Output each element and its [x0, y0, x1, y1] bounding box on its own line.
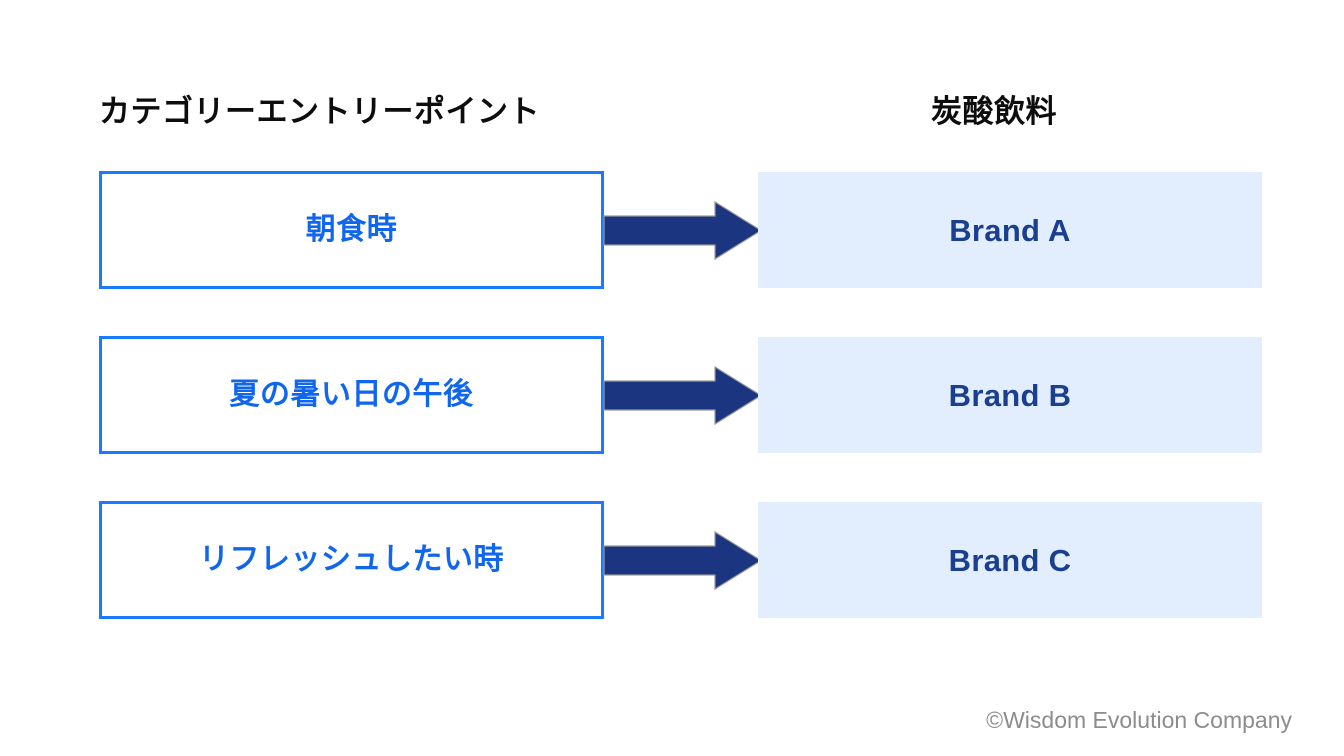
right-arrow-icon — [603, 200, 763, 261]
mapping-row: 朝食時 Brand A — [0, 171, 1344, 289]
brand-box[interactable]: Brand B — [758, 337, 1262, 453]
cep-label: リフレッシュしたい時 — [199, 543, 504, 576]
mapping-row: 夏の暑い日の午後 Brand B — [0, 336, 1344, 454]
column-header-category-entry-point: カテゴリーエントリーポイント — [99, 94, 540, 129]
cep-label: 朝食時 — [305, 213, 398, 246]
right-arrow-icon — [603, 530, 763, 591]
brand-box[interactable]: Brand A — [758, 172, 1262, 288]
brand-label: Brand C — [948, 542, 1072, 578]
mapping-row: リフレッシュしたい時 Brand C — [0, 501, 1344, 619]
column-header-carbonated-drink: 炭酸飲料 — [931, 94, 1057, 129]
right-arrow-icon — [603, 365, 763, 426]
brand-label: Brand B — [948, 377, 1072, 413]
cep-label: 夏の暑い日の午後 — [229, 378, 474, 411]
brand-label: Brand A — [949, 212, 1071, 248]
brand-box[interactable]: Brand C — [758, 502, 1262, 618]
cep-box[interactable]: リフレッシュしたい時 — [99, 501, 604, 619]
cep-box[interactable]: 夏の暑い日の午後 — [99, 336, 604, 454]
copyright-notice: ©Wisdom Evolution Company — [986, 707, 1292, 733]
cep-box[interactable]: 朝食時 — [99, 171, 604, 289]
